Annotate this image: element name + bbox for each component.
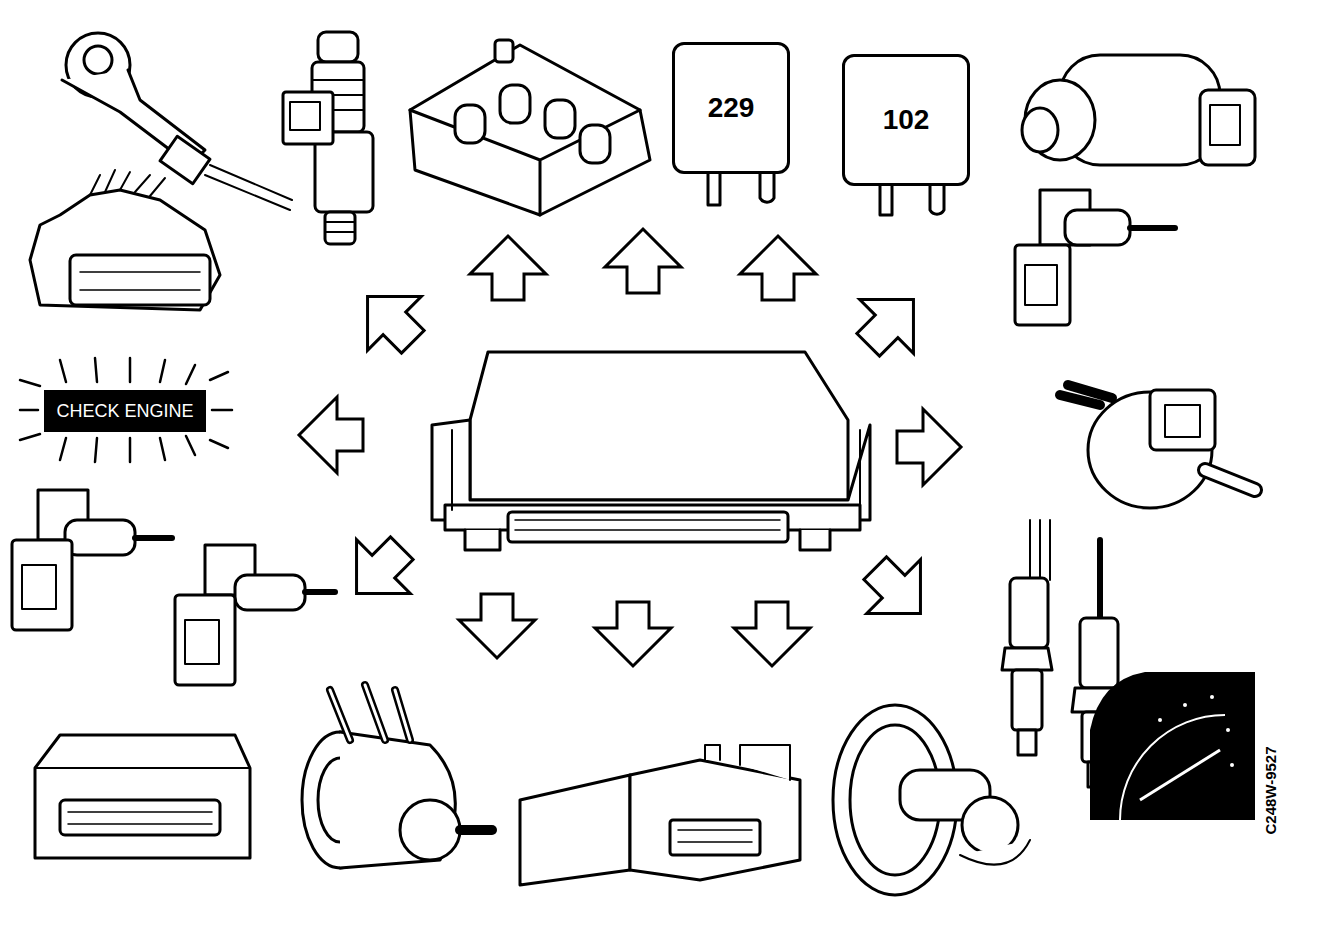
- relay-box: 102: [842, 54, 970, 186]
- warning-lamp: CHECK ENGINE: [44, 390, 206, 432]
- relay-box: 229: [672, 42, 790, 174]
- lamp-text: CHECK ENGINE: [56, 401, 193, 422]
- figure-code: C248W-9527: [1262, 746, 1279, 834]
- relay-number: 229: [708, 92, 755, 124]
- relay-number: 102: [883, 104, 930, 136]
